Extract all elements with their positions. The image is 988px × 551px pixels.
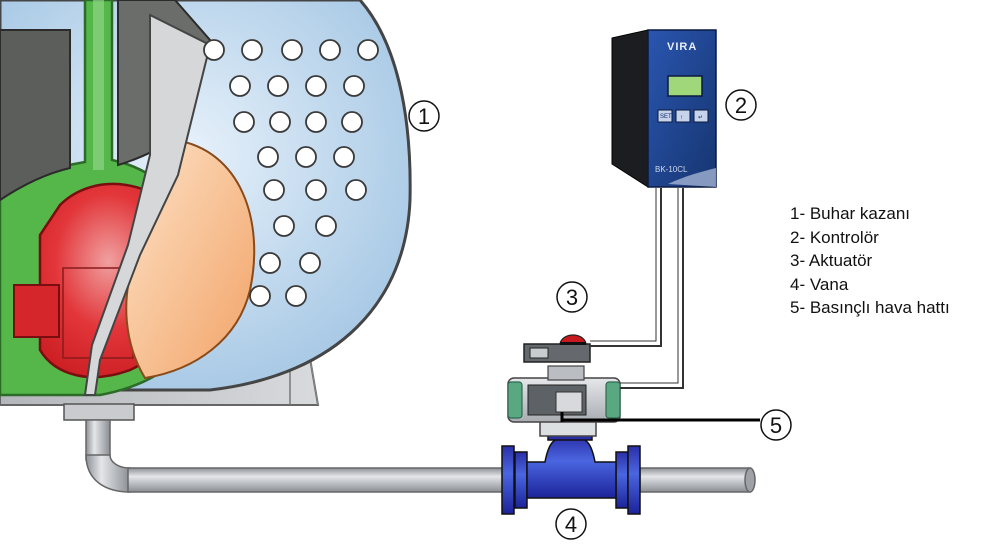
callout-controller: 2 [725,89,757,121]
svg-text:5: 5 [770,413,782,438]
callout-actuator: 3 [556,281,588,313]
smoke-tube [315,215,337,237]
smoke-tube [257,146,279,168]
air-line [560,412,760,422]
smoke-tube [203,39,225,61]
legend-item-valve: 4- Vana [790,274,849,294]
callout-boiler: 1 [408,100,440,132]
smoke-tube [305,75,327,97]
svg-text:1: 1 [418,104,430,129]
legend-item-controller: 2- Kontrolör [790,227,879,247]
svg-text:4: 4 [565,512,577,537]
smoke-tube [319,39,341,61]
controller-enter-label: ↵ [698,115,703,121]
smoke-tube [273,215,295,237]
controller-up-label: ↑ [680,115,683,121]
smoke-tube [357,39,379,61]
smoke-tubes [203,39,379,307]
controller-cables [590,188,684,389]
smoke-tube [333,146,355,168]
svg-text:2: 2 [735,93,747,118]
smoke-tube [281,39,303,61]
smoke-tube [343,75,365,97]
smoke-tube [285,285,307,307]
callout-air-line: 5 [760,409,792,441]
smoke-tube [241,39,263,61]
controller-brand: VIRA [667,41,697,53]
smoke-tube [269,111,291,133]
smoke-tube [305,111,327,133]
controller-set-label: SET [660,114,672,120]
callout-valve: 4 [555,508,587,540]
smoke-tube [233,111,255,133]
smoke-tube [263,179,285,201]
controller-set-button [657,109,673,123]
smoke-tube [299,252,321,274]
legend: 1- Buhar kazanı 2- Kontrolör 3- Aktuatör… [790,202,950,320]
smoke-tube [249,285,271,307]
smoke-tube [267,75,289,97]
controller: VIRA SET ↑ ↵ BK-10CL [611,29,717,188]
smoke-tube [295,146,317,168]
legend-item-air-line: 5- Basınçlı hava hattı [790,298,950,317]
smoke-tube [345,179,367,201]
drain-pipe [63,403,756,493]
smoke-tube [341,111,363,133]
smoke-tube [259,252,281,274]
burner-door [83,13,212,396]
legend-item-actuator: 3- Aktuatör [790,251,873,270]
legend-item-boiler: 1- Buhar kazanı [790,204,911,223]
smoke-chamber [0,29,71,202]
actuator [507,334,621,437]
smoke-tube [305,179,327,201]
smoke-tube [229,75,251,97]
controller-up-button [675,109,691,123]
svg-text:3: 3 [566,285,578,310]
controller-model: BK-10CL [655,165,688,174]
controller-enter-button [693,109,709,123]
